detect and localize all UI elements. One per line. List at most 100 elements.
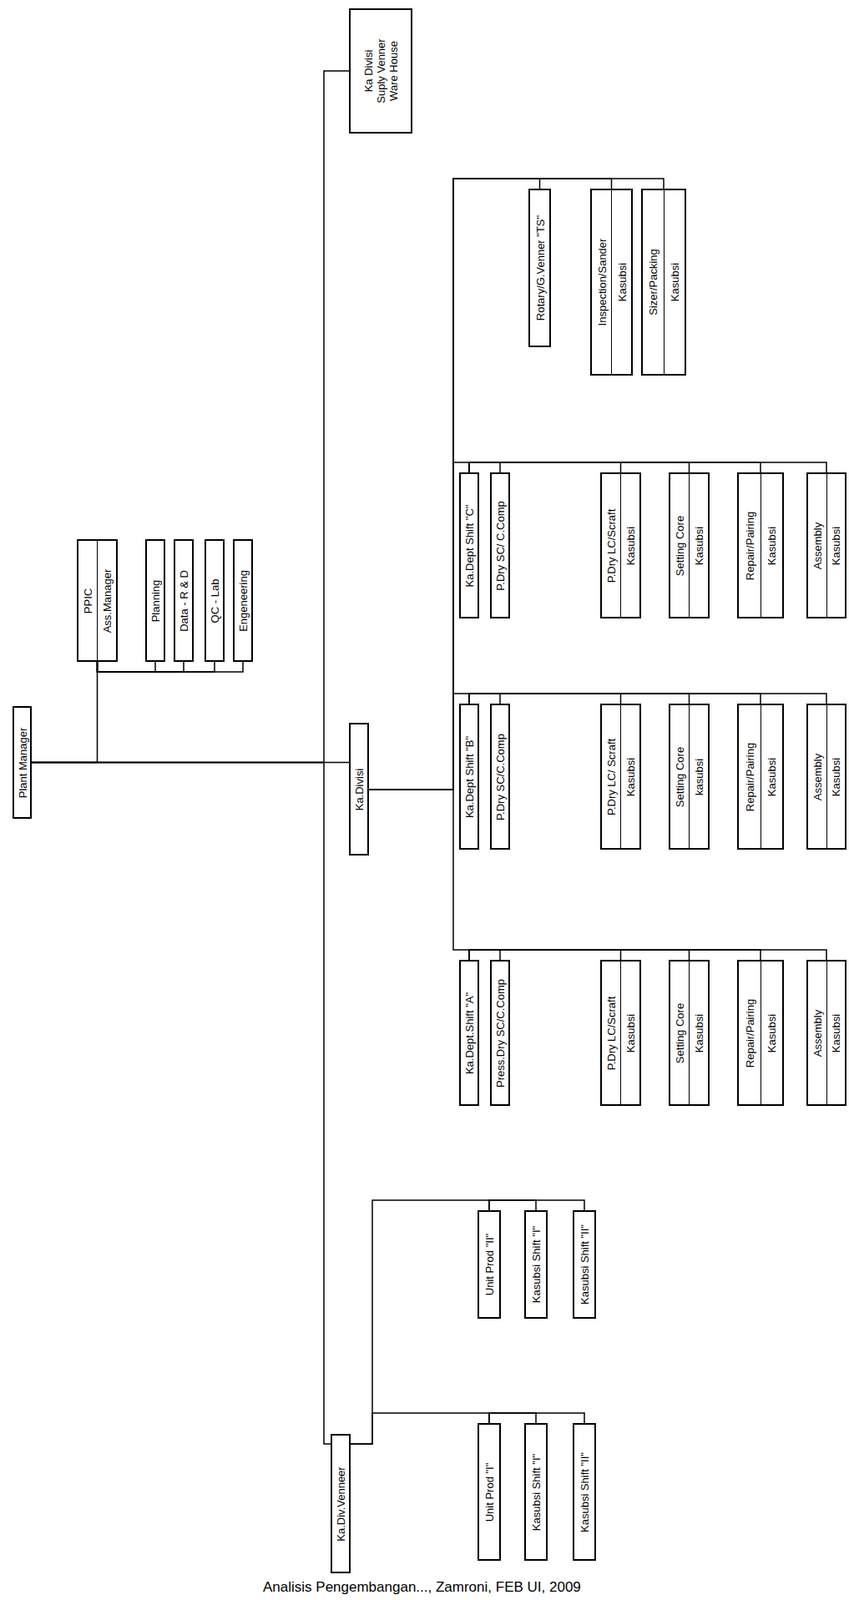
box-label: Assembly xyxy=(810,752,824,800)
org-box: Unit Prod "I" xyxy=(477,1423,501,1562)
org-connector xyxy=(469,693,761,704)
box-label: Kasubsi xyxy=(829,525,843,565)
box-column: Kasubsi xyxy=(611,190,632,374)
org-connector xyxy=(368,462,470,790)
org-box: Press.Dry SC/C.Comp xyxy=(490,960,511,1107)
org-connector xyxy=(97,662,157,673)
org-connector xyxy=(469,950,690,961)
org-box: Ka.Div.Venneer xyxy=(330,1434,351,1574)
box-column: Unit Prod "I" xyxy=(479,1425,500,1560)
org-box: P.Dry SC/C.Comp xyxy=(490,703,511,850)
org-connector xyxy=(489,1200,585,1211)
box-column: Kasubsi xyxy=(688,961,708,1105)
org-box: Ka.Dept Shift "C" xyxy=(459,472,480,619)
org-box: P.Dry LC/ScraftKasubsi xyxy=(600,960,642,1107)
box-column: Kasubsi xyxy=(688,474,708,617)
box-label: Ka Divisi Suply Venner Ware House xyxy=(362,35,400,107)
box-column: Ka Divisi Suply Venner Ware House xyxy=(350,10,411,132)
box-column: Rotary/G.Venner "TS" xyxy=(530,190,550,346)
box-label: P.Dry LC/Scraft xyxy=(605,508,618,583)
box-column: Press.Dry SC/C.Comp xyxy=(491,961,509,1105)
box-label: Kasubsi xyxy=(765,525,779,565)
box-column: P.Dry SC/ C.Comp xyxy=(491,474,509,617)
org-connector xyxy=(97,662,185,673)
org-connector xyxy=(350,1200,490,1445)
box-label: Repair/Pairing xyxy=(742,998,756,1067)
org-connector xyxy=(469,462,501,473)
box-label: Repair/Pairing xyxy=(742,510,756,580)
org-connector xyxy=(469,950,827,961)
org-connector xyxy=(31,70,349,764)
org-connector xyxy=(469,462,690,473)
org-connector xyxy=(469,693,827,704)
org-box: Data - R & D xyxy=(173,539,194,663)
org-connector xyxy=(489,1413,536,1424)
box-column: P.Dry LC/ Scraft xyxy=(601,705,621,849)
box-label: Data - R & D xyxy=(177,570,191,632)
box-label: Assembly xyxy=(810,521,824,569)
box-column: Kasubsi xyxy=(663,190,686,374)
org-connector xyxy=(368,178,664,790)
box-label: Plant Manager xyxy=(15,727,29,799)
box-column: Kasubsi xyxy=(826,961,846,1105)
org-connector xyxy=(350,1413,490,1445)
org-box: Ka.Dept Shift "B" xyxy=(459,703,480,850)
box-column: P.Dry SC/C.Comp xyxy=(491,705,509,849)
org-connector xyxy=(368,178,612,790)
org-box: Kasubsi Shift "I" xyxy=(524,1210,548,1319)
box-label: kasubsi xyxy=(692,758,706,795)
org-box: QC - Lab xyxy=(204,539,225,663)
box-column: Setting Core xyxy=(670,474,689,617)
box-column: QC - Lab xyxy=(206,540,223,661)
box-column: Kasubsi xyxy=(760,705,784,849)
org-box: PPICAss.Manager xyxy=(76,539,118,663)
org-connector xyxy=(97,662,244,673)
org-box: Repair/Pairing Kasubsi xyxy=(737,960,784,1107)
org-box: Kasubsi Shift "I" xyxy=(524,1423,548,1562)
org-connector xyxy=(469,462,761,473)
box-label: Repair/Pairing xyxy=(742,742,756,811)
box-label: Setting Core xyxy=(673,515,687,576)
box-column: Assembly xyxy=(808,961,827,1105)
org-box: Setting Corekasubsi xyxy=(668,703,710,850)
box-column: Ka.Divisi xyxy=(350,724,368,855)
box-column: Kasubsi xyxy=(826,474,846,617)
org-box: Plant Manager xyxy=(12,706,32,819)
page-caption: Analisis Pengembangan..., Zamroni, FEB U… xyxy=(262,1579,582,1597)
box-column: Plant Manager xyxy=(14,707,31,818)
box-label: Unit Prod "I" xyxy=(483,1462,496,1522)
box-column: Kasubsi xyxy=(620,961,640,1105)
box-label: Kasubsi xyxy=(765,757,779,796)
box-column: Ka.Dept.Shift "A" xyxy=(460,961,478,1105)
box-column: Repair/Pairing xyxy=(738,961,761,1105)
box-label: Kasubsi xyxy=(667,262,681,302)
org-box: Repair/Pairing Kasubsi xyxy=(737,472,784,619)
box-column: Kasubsi xyxy=(760,961,784,1105)
box-column: Ka.Div.Venneer xyxy=(332,1435,349,1572)
box-label: P.Dry LC/ Scraft xyxy=(605,737,618,815)
org-connector xyxy=(368,693,470,790)
box-column: P.Dry LC/Scraft xyxy=(601,474,621,617)
box-label: Ka.Dept.Shift "A" xyxy=(463,991,476,1074)
box-label: Ka.Div.Venneer xyxy=(334,1466,348,1542)
box-column: P.Dry LC/Scraft xyxy=(601,961,621,1105)
org-box: Engeneering xyxy=(232,539,253,663)
box-column: Planning xyxy=(146,540,164,661)
box-column: Kasubsi xyxy=(620,705,640,849)
org-connector xyxy=(469,950,761,961)
box-column: Kasubsi Shift "I" xyxy=(525,1212,546,1318)
box-column: Assembly xyxy=(808,474,827,617)
org-box: Setting CoreKasubsi xyxy=(668,960,710,1107)
org-box: Kasubsi Shift "II" xyxy=(572,1210,597,1319)
org-connector xyxy=(469,693,690,704)
org-connector xyxy=(469,693,622,704)
box-column: Kasubsi xyxy=(826,705,846,849)
box-column: Ka.Dept Shift "C" xyxy=(460,474,478,617)
org-connector xyxy=(469,693,501,704)
box-label: Kasubsi xyxy=(624,757,637,796)
box-column: Data - R & D xyxy=(175,540,193,661)
org-connector xyxy=(469,950,501,961)
box-column: Setting Core xyxy=(670,961,689,1105)
